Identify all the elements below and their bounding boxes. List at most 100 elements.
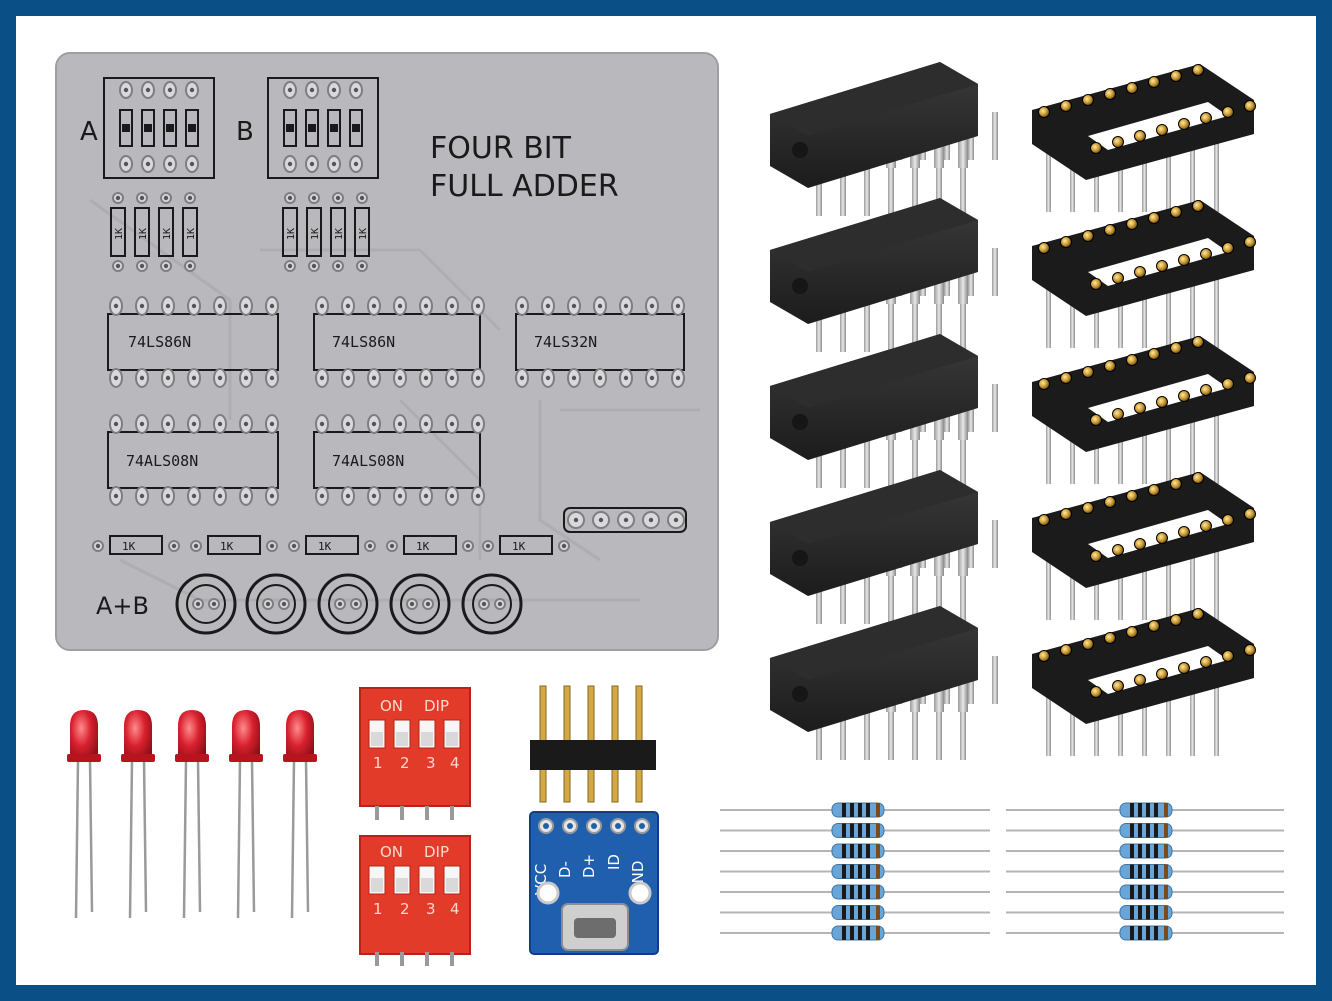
ic-socket xyxy=(1032,200,1256,348)
socket-contact xyxy=(1112,408,1124,420)
pcb-resistor-outline xyxy=(134,207,150,257)
socket-contact xyxy=(1104,496,1116,508)
pcb-resistor-label: 1K xyxy=(138,228,149,240)
ic-chip xyxy=(770,198,998,352)
socket-contact xyxy=(1170,70,1182,82)
socket-contact xyxy=(1200,112,1212,124)
pcb-resistor-label: 1K xyxy=(122,540,136,553)
socket-contact xyxy=(1170,206,1182,218)
socket-contact xyxy=(1038,514,1050,526)
pcb-resistor-label: 1K xyxy=(186,228,197,240)
socket-contact xyxy=(1134,538,1146,550)
pcb-switch-outline xyxy=(163,109,177,147)
resistor xyxy=(1006,802,1284,818)
socket-contact xyxy=(1178,118,1190,130)
pcb-resistor-outline xyxy=(306,207,322,257)
socket-contact xyxy=(1134,266,1146,278)
socket-contact xyxy=(1148,484,1160,496)
socket-contact xyxy=(1060,372,1072,384)
socket-contact xyxy=(1126,218,1138,230)
dip-number: 1 xyxy=(373,754,383,772)
socket-contact xyxy=(1134,402,1146,414)
socket-contact xyxy=(1104,88,1116,100)
socket-contact xyxy=(1192,472,1204,484)
pcb-label-sum: A+B xyxy=(96,592,149,620)
socket-contact xyxy=(1090,414,1102,426)
pcb-chip-label: 74LS86N xyxy=(332,333,395,351)
socket-contact xyxy=(1222,650,1234,662)
socket-contact xyxy=(1156,668,1168,680)
socket-contact xyxy=(1038,106,1050,118)
pcb-resistor-label: 1K xyxy=(318,540,332,553)
pcb-resistor-outline xyxy=(207,535,261,555)
pcb-switch-outline xyxy=(349,109,363,147)
resistor xyxy=(720,823,990,838)
pcb-chip-label: 74ALS08N xyxy=(126,452,198,470)
pcb-resistor-outline xyxy=(110,207,126,257)
socket-contact xyxy=(1090,550,1102,562)
socket-contact xyxy=(1060,644,1072,656)
red-led xyxy=(175,710,209,919)
socket-contact xyxy=(1090,686,1102,698)
usb-pin-label: ID xyxy=(605,854,623,870)
pcb-switch-outline xyxy=(185,109,199,147)
dip-number: 1 xyxy=(373,900,383,918)
ic-socket-column xyxy=(1032,64,1256,756)
resistor xyxy=(1006,925,1284,941)
pcb-resistor-label: 1K xyxy=(220,540,234,553)
resistor xyxy=(1006,823,1284,838)
pcb-resistor-outline xyxy=(158,207,174,257)
pcb-led-footprint xyxy=(175,573,237,635)
socket-contact xyxy=(1200,248,1212,260)
socket-contact xyxy=(1082,366,1094,378)
socket-contact xyxy=(1170,342,1182,354)
socket-contact xyxy=(1156,124,1168,136)
socket-contact xyxy=(1082,94,1094,106)
usb-pin-label: D- xyxy=(556,861,574,878)
socket-contact xyxy=(1222,242,1234,254)
pcb-switch-outline xyxy=(283,109,297,147)
pcb-switch-outline xyxy=(141,109,155,147)
pcb-title-line2: FULL ADDER xyxy=(430,169,619,204)
dip-number: 2 xyxy=(400,900,410,918)
socket-contact xyxy=(1148,76,1160,88)
ic-socket xyxy=(1032,608,1256,756)
pcb-resistor-label: 1K xyxy=(416,540,430,553)
pcb-dip-footprint-a xyxy=(103,77,215,179)
pcb-resistor-outline xyxy=(354,207,370,257)
usb-breakout-board: VCC D- D+ ID GND xyxy=(529,811,659,955)
pcb-resistor-outline xyxy=(282,207,298,257)
pcb-led-footprint xyxy=(389,573,451,635)
socket-contact xyxy=(1222,514,1234,526)
resistor xyxy=(720,802,990,818)
pcb-resistor-label: 1K xyxy=(310,228,321,240)
socket-contact xyxy=(1060,236,1072,248)
socket-contact xyxy=(1170,478,1182,490)
pcb-switch-outline xyxy=(305,109,319,147)
dip-number: 4 xyxy=(450,754,460,772)
ic-chip xyxy=(770,470,998,624)
pcb-chip-label: 74LS32N xyxy=(534,333,597,351)
pcb-resistor-label: 1K xyxy=(512,540,526,553)
socket-contact xyxy=(1156,532,1168,544)
pcb-title-line1: FOUR BIT xyxy=(430,131,572,166)
socket-contact xyxy=(1112,136,1124,148)
socket-contact xyxy=(1112,544,1124,556)
resistor xyxy=(1006,864,1284,879)
socket-contact xyxy=(1178,662,1190,674)
resistor xyxy=(720,905,990,920)
pcb-led-footprint xyxy=(317,573,379,635)
socket-contact xyxy=(1148,620,1160,632)
ic-socket xyxy=(1032,472,1256,620)
resistor xyxy=(1006,843,1284,859)
pcb-chip-label: 74LS86N xyxy=(128,333,191,351)
socket-contact xyxy=(1082,638,1094,650)
pcb-resistor-label: 1K xyxy=(162,228,173,240)
socket-contact xyxy=(1090,278,1102,290)
socket-contact xyxy=(1200,384,1212,396)
resistor xyxy=(720,843,990,859)
socket-contact xyxy=(1222,106,1234,118)
pcb-resistor-outline xyxy=(109,535,163,555)
socket-contact xyxy=(1104,360,1116,372)
